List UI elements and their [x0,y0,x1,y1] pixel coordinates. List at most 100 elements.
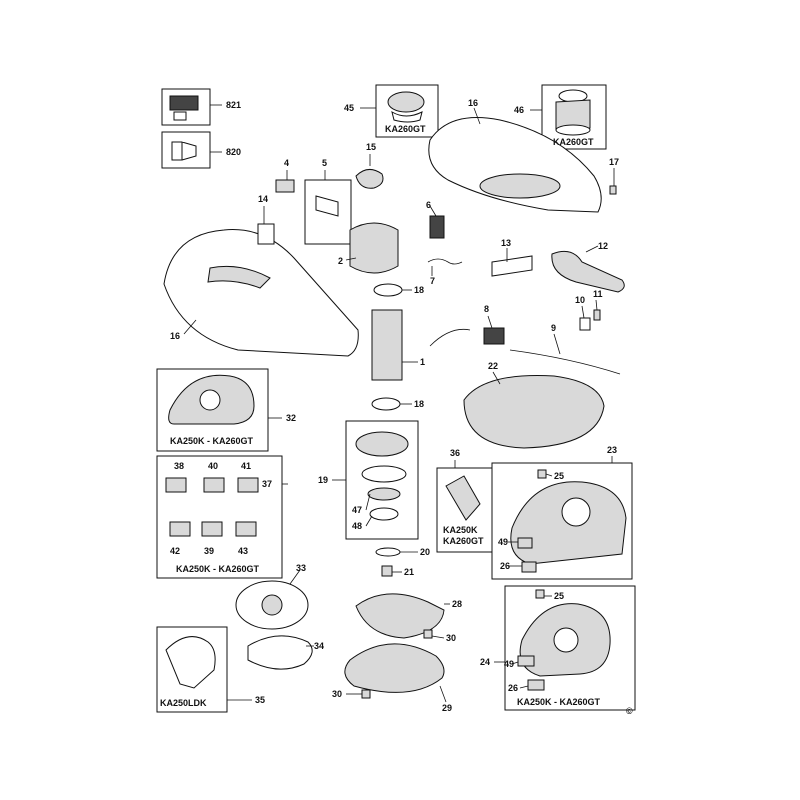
base-ring-29 [344,643,445,693]
part-label-2: 2 [338,256,343,266]
part-label-10: 10 [575,295,585,305]
leader-6 [429,205,437,217]
part-label-6: 6 [426,200,431,210]
leader-26b [519,685,529,689]
part-label-33: 33 [296,563,306,573]
screw-11 [593,309,601,321]
screw-25b [535,589,545,599]
armature-1 [371,309,403,381]
part-label-21: 21 [404,567,414,577]
screw-21 [381,565,393,577]
clip-40 [203,477,225,493]
clip-43 [235,521,257,537]
part-label-4: 4 [284,158,289,168]
handle-12 [551,250,625,293]
part-label-28: 28 [452,599,462,609]
leader-11 [595,299,598,311]
part-label-18-bottom: 18 [414,399,424,409]
part-label-25-top: 25 [554,471,564,481]
part-label-11: 11 [593,289,603,299]
clip-38 [165,477,187,493]
caption-35: KA250LDK [160,698,207,708]
part-label-47: 47 [352,505,362,515]
box-820 [161,131,211,169]
wire-7 [427,258,463,265]
sanding-tip-36 [445,475,481,521]
label-sticker-821-b [173,111,187,121]
box-32 [156,368,269,452]
part-label-19: 19 [318,475,328,485]
bracket-13 [491,255,533,277]
part-label-34: 34 [314,641,324,651]
base-plate-32-center [199,389,221,411]
part-label-5: 5 [322,158,327,168]
part-label-25-bottom: 25 [554,591,564,601]
part-label-7: 7 [430,276,435,286]
box-37 [156,455,283,579]
switch-4 [275,179,295,193]
handle-34 [247,635,313,670]
switch-6 [429,215,445,239]
extraction-adapter-35 [165,636,216,689]
stator-2 [349,222,399,274]
part-label-49-bottom: 49 [504,659,514,669]
box-35 [156,626,228,713]
part-label-29: 29 [442,703,452,713]
part-label-26-bottom: 26 [508,683,518,693]
cord-9 [509,349,621,375]
leader-48 [365,515,373,527]
part-label-36: 36 [450,448,460,458]
box-5 [304,179,352,245]
part-label-16-top: 16 [468,98,478,108]
part-label-37: 37 [262,479,272,489]
part-label-23: 23 [607,445,617,455]
part-label-15: 15 [366,142,376,152]
part-label-40: 40 [208,461,218,471]
caption-45: KA260GT [385,124,426,134]
leader-12 [585,245,599,253]
brush-5 [315,195,339,217]
velcro-pad-49b [517,655,535,667]
part-label-13: 13 [501,238,511,248]
housing-right-16-handle [479,173,561,199]
part-label-49-top: 49 [498,537,508,547]
screw-25a [537,469,547,479]
box-23 [491,462,633,580]
copyright-mark: © [626,706,633,716]
washer-48 [369,507,399,521]
part-label-48: 48 [352,521,362,531]
part-label-14: 14 [258,194,268,204]
leader-47 [365,493,371,511]
dust-bag-45 [391,110,423,123]
washer-20 [375,547,401,557]
box-45 [375,84,439,138]
leader-30a [431,635,445,639]
part-label-32: 32 [286,413,296,423]
leader-8 [487,315,493,329]
clip-42 [169,521,191,537]
caption-36-line2: KA260GT [443,536,484,546]
box-46 [541,84,607,150]
dust-filter-45 [387,91,425,113]
caption-37: KA250K - KA260GT [176,564,260,574]
lower-housing-22 [463,375,605,449]
cord-clamp-10 [579,317,591,331]
part-label-30-right: 30 [446,633,456,643]
clip-41 [237,477,259,493]
leader-2 [345,257,357,261]
leader-10 [581,305,585,319]
caption-24: KA250K - KA260GT [517,697,601,707]
leader-29 [439,685,447,703]
part-label-9: 9 [551,323,556,333]
box-821 [161,88,211,126]
screw-17 [609,185,617,195]
part-label-35: 35 [255,695,265,705]
caption-36-line1: KA250K [443,525,478,535]
part-label-820: 820 [226,147,241,157]
leader-9 [553,333,561,355]
part-label-20: 20 [420,547,430,557]
capacitor-8 [483,327,505,345]
part-label-17: 17 [609,157,619,167]
caption-46: KA260GT [553,137,594,147]
